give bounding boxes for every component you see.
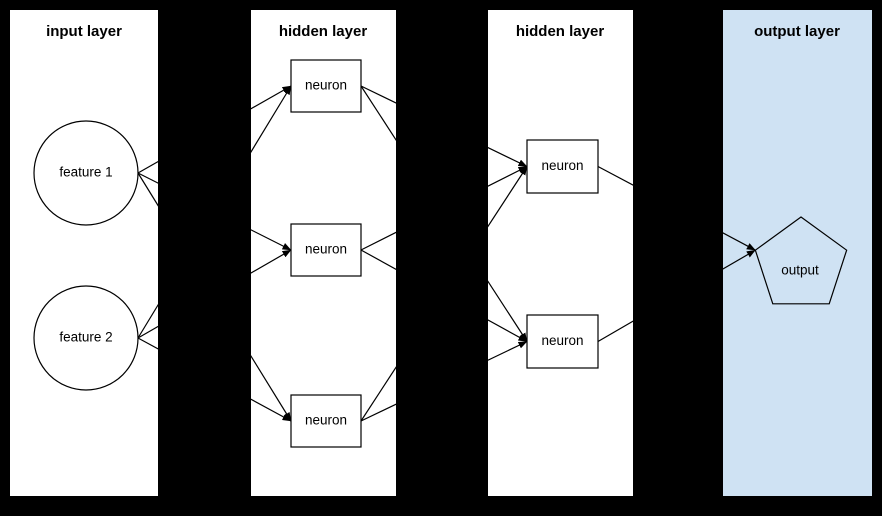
node-label-feature-2: feature 2 <box>59 330 112 345</box>
node-label-hidden2-neuron-2: neuron <box>541 333 583 348</box>
layer-title-hidden-layer-1: hidden layer <box>279 23 368 40</box>
node-hidden1-neuron-3[interactable]: neuron <box>290 394 362 448</box>
layer-panel-hidden-layer-2 <box>488 10 633 496</box>
node-label-hidden1-neuron-2: neuron <box>305 242 347 257</box>
node-feature-2[interactable]: feature 2 <box>33 285 139 391</box>
node-hidden2-neuron-1[interactable]: neuron <box>526 139 599 194</box>
node-feature-1[interactable]: feature 1 <box>33 120 139 226</box>
layer-nodes: feature 1 feature 2 neuron neuron neuron neur… <box>33 59 848 448</box>
neuron-box-shape <box>290 223 362 277</box>
node-label-hidden2-neuron-1: neuron <box>541 158 583 173</box>
node-label-hidden1-neuron-3: neuron <box>305 413 347 428</box>
feature-circle-shape <box>33 120 139 226</box>
feature-circle-shape <box>33 285 139 391</box>
node-label-feature-1: feature 1 <box>59 165 112 180</box>
layer-panel-output-layer <box>723 10 872 496</box>
layer-titles: input layer hidden layer hidden layer outpu… <box>46 23 840 40</box>
layer-title-hidden-layer-2: hidden layer <box>516 23 605 40</box>
layer-title-input-layer: input layer <box>46 23 122 40</box>
node-label-output-node: output <box>781 263 819 278</box>
node-label-hidden1-neuron-1: neuron <box>305 78 347 93</box>
output-pentagon-shape <box>754 216 848 305</box>
neuron-box-shape <box>290 394 362 448</box>
neuron-box-shape <box>526 139 599 194</box>
node-hidden1-neuron-1[interactable]: neuron <box>290 59 362 113</box>
layer-panel-input-layer <box>10 10 158 496</box>
node-hidden2-neuron-2[interactable]: neuron <box>526 314 599 369</box>
neuron-box-shape <box>526 314 599 369</box>
neuron-box-shape <box>290 59 362 113</box>
layer-title-output-layer: output layer <box>754 23 840 40</box>
node-hidden1-neuron-2[interactable]: neuron <box>290 223 362 277</box>
node-output-node[interactable]: output <box>754 216 848 305</box>
